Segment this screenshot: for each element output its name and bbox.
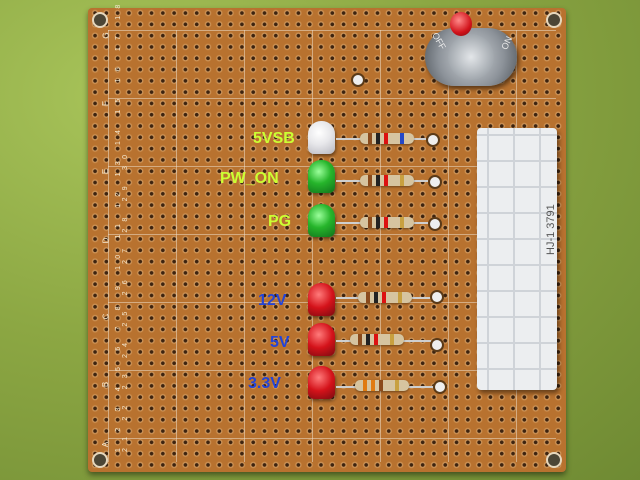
solder-pad <box>426 133 440 147</box>
resistor-5vsb <box>360 133 414 144</box>
led-pg-green <box>308 204 335 237</box>
solder-pad <box>430 290 444 304</box>
label-5v: 5V <box>270 334 290 351</box>
toggle-switch-cap[interactable] <box>450 12 472 36</box>
resistor-3v3 <box>355 380 409 391</box>
row-letter-c: C <box>101 313 111 320</box>
label-pw-on: PW_ON <box>220 170 279 187</box>
column-numbers: 1 2 3 4 5 6 7 8 9 10 11 12 13 14 15 16 1… <box>115 0 129 452</box>
resistor-pg <box>360 217 414 228</box>
solder-pad <box>351 73 365 87</box>
label-5vsb: 5VSB <box>253 130 295 147</box>
solder-pad <box>428 175 442 189</box>
mounting-hole <box>92 452 108 468</box>
label-12v: 12V <box>258 292 287 309</box>
solder-pad <box>433 380 447 394</box>
resistor-5v <box>350 334 404 345</box>
led-pw-on-green <box>308 160 335 193</box>
row-letter-a: A <box>101 441 111 448</box>
resistor-12v <box>358 292 412 303</box>
toggle-switch-nut <box>448 34 494 80</box>
led-5v-red <box>308 323 335 356</box>
label-3v3: 3.3V <box>248 375 281 392</box>
led-3v3-red <box>308 366 335 399</box>
row-letter-f: F <box>100 101 110 106</box>
led-12v-red <box>308 283 335 316</box>
led-5vsb-white <box>308 121 335 154</box>
solder-pad <box>428 217 442 231</box>
row-letter-b: B <box>101 381 111 388</box>
mounting-hole <box>546 12 562 28</box>
row-letter-e: E <box>101 168 111 175</box>
resistor-pw-on <box>360 175 414 186</box>
mounting-hole <box>92 12 108 28</box>
mounting-hole <box>546 452 562 468</box>
atx-24pin-connector <box>477 128 557 390</box>
connector-marking: HJ-1 3791 <box>545 204 557 255</box>
row-letter-d: D <box>101 237 111 244</box>
label-pg: PG <box>268 213 292 230</box>
row-letter-g: G <box>101 32 111 39</box>
solder-pad <box>430 338 444 352</box>
